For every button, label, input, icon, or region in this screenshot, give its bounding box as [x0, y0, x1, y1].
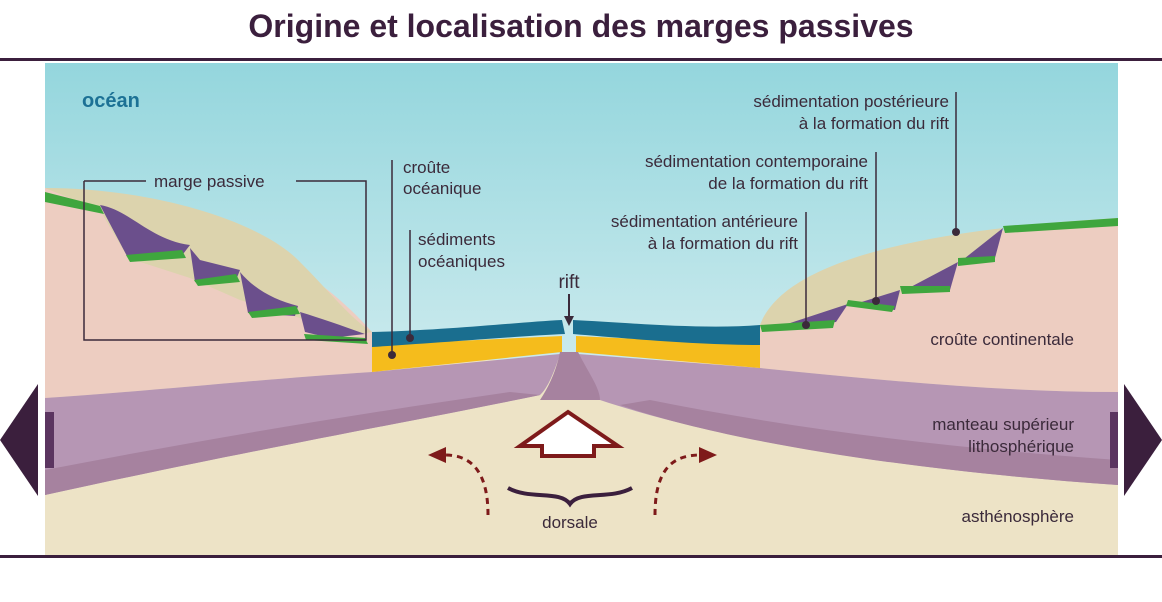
label-marge-passive: marge passive	[154, 172, 265, 191]
left-syn-rift-block-4	[300, 312, 365, 338]
right-sediment-wedge	[760, 218, 1118, 325]
mantle-upwelling	[540, 352, 600, 400]
right-syn-rift-block-1	[960, 228, 1003, 262]
left-mantle-shadow	[45, 392, 540, 495]
right-pre-rift-4	[846, 300, 895, 312]
left-pre-rift-2	[126, 250, 186, 262]
label-sediments-oceaniques-1: sédiments	[418, 230, 495, 249]
rift-pointer-head	[564, 316, 574, 326]
convection-arrow-right-head	[699, 447, 717, 463]
right-mantle-shadow	[620, 400, 1118, 485]
left-pre-rift-4	[248, 306, 300, 318]
left-syn-rift-block-3	[240, 272, 298, 316]
label-rift: rift	[558, 272, 580, 293]
convection-arrow-right-icon	[653, 453, 701, 516]
top-rule	[0, 58, 1162, 61]
label-croute-continentale: croûte continentale	[930, 330, 1074, 349]
right-oceanic-sediments	[576, 336, 760, 368]
label-croute-oceanique-1: croûte	[403, 158, 450, 177]
page-title: Origine et localisation des marges passi…	[248, 8, 914, 44]
left-oceanic-crust	[372, 320, 565, 347]
left-pre-rift-5	[304, 334, 368, 344]
left-oceanic-sediments	[372, 336, 562, 372]
left-arrow-icon	[0, 384, 38, 496]
convection-arrow-left-head	[428, 447, 446, 463]
sed-posterieure-dot	[952, 228, 960, 236]
upwelling-arrow-icon	[513, 409, 625, 458]
marge-passive-bracket	[83, 180, 367, 341]
left-plate-arrow-bar	[45, 412, 54, 468]
right-syn-rift-block-2	[905, 262, 958, 290]
label-sed-contemporaine-1: sédimentation contemporaine	[645, 152, 868, 171]
convection-arrow-left-icon	[444, 453, 490, 516]
right-pre-rift-1	[1003, 218, 1118, 233]
sed-contemporaine-dot	[872, 297, 880, 305]
label-dorsale: dorsale	[542, 513, 598, 532]
right-oceanic-crust	[573, 320, 760, 345]
sed-anterieure-dot	[802, 321, 810, 329]
label-sediments-oceaniques-2: océaniques	[418, 252, 505, 271]
right-continental-crust	[760, 218, 1118, 392]
label-sed-anterieure-1: sédimentation antérieure	[611, 212, 798, 231]
right-pre-rift-5	[760, 320, 835, 332]
right-pre-rift-2	[958, 256, 995, 266]
label-sed-contemporaine-2: de la formation du rift	[708, 174, 868, 193]
right-plate-arrow-bar	[1110, 412, 1118, 468]
left-syn-rift-block-2	[190, 248, 240, 282]
sediments-oceaniques-dot	[406, 334, 414, 342]
croute-oceanique-dot	[388, 351, 396, 359]
bottom-rule	[0, 555, 1162, 558]
label-ocean: océan	[82, 90, 140, 112]
left-pre-rift-3	[194, 274, 240, 286]
label-sed-anterieure-2: à la formation du rift	[648, 234, 799, 253]
label-sed-posterieure-1: sédimentation postérieure	[753, 92, 949, 111]
dorsale-brace-icon	[507, 486, 633, 508]
left-syn-rift-block-1	[100, 205, 190, 258]
label-manteau-1: manteau supérieur	[932, 415, 1074, 434]
left-pre-rift-1	[45, 192, 104, 214]
label-croute-oceanique-2: océanique	[403, 179, 481, 198]
right-arrow-icon	[1124, 384, 1162, 496]
right-pre-rift-3	[900, 286, 950, 294]
label-manteau-2: lithosphérique	[968, 437, 1074, 456]
label-sed-posterieure-2: à la formation du rift	[799, 114, 950, 133]
label-asthenosphere: asthénosphère	[962, 507, 1074, 526]
